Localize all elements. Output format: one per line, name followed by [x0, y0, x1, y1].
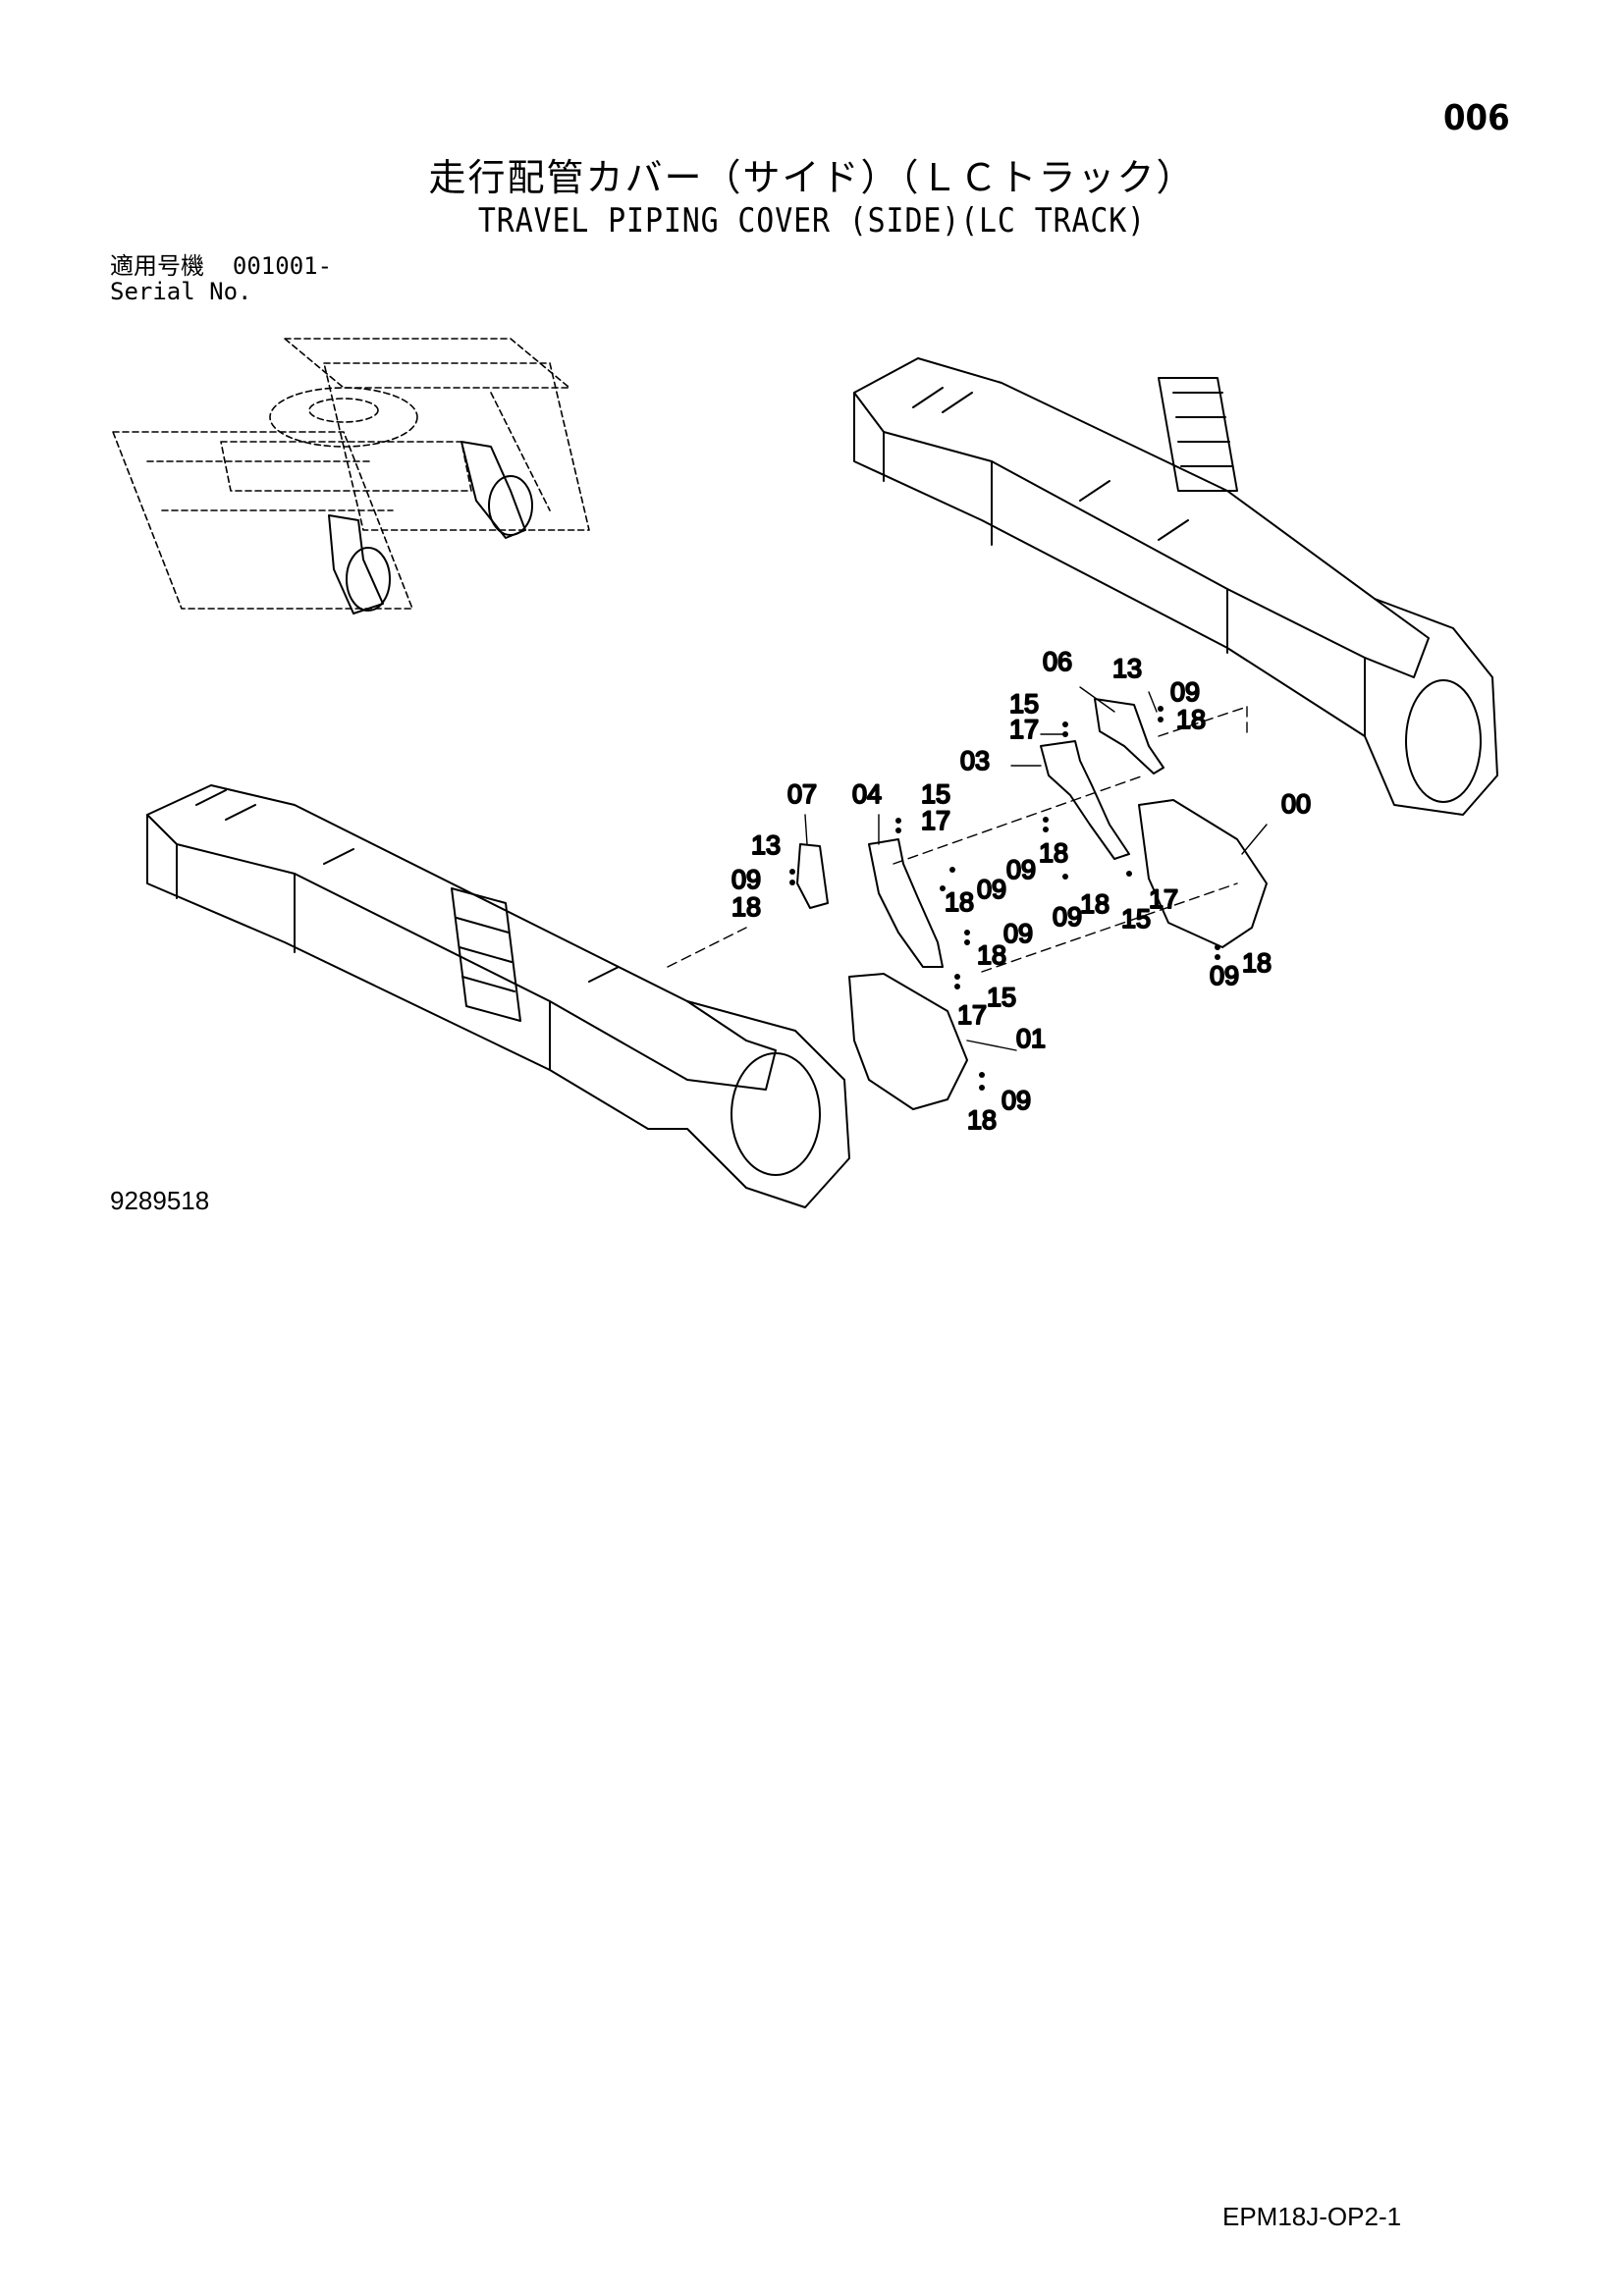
callout-09: 09 [1053, 902, 1082, 932]
frame-right-side [853, 392, 1366, 737]
callout-09: 09 [1001, 1086, 1031, 1115]
inset-center-frame [220, 441, 472, 492]
overview-inset [112, 338, 590, 610]
callout-15: 15 [1121, 904, 1151, 934]
frame-left-ladder-rungs [456, 917, 515, 992]
part-03 [1040, 740, 1130, 860]
assembly-centerlines [667, 706, 1248, 973]
serial-block: 適用号機 001001- Serial No. [110, 253, 332, 304]
callouts: 06 13 09 18 15 17 03 07 04 15 17 00 13 0… [731, 646, 1312, 1136]
callout-13: 13 [1112, 654, 1142, 683]
inset-track-line-3 [490, 392, 551, 511]
callout-18: 18 [945, 887, 974, 917]
callout-07: 07 [787, 779, 817, 809]
figure-number: 9289518 [110, 1186, 210, 1215]
inset-right-track [323, 362, 590, 531]
callout-18: 18 [1242, 948, 1272, 978]
frame-left-top [146, 784, 777, 1091]
part-00 [1138, 799, 1268, 948]
title-english: TRAVEL PIPING COVER (SIDE)(LC TRACK) [477, 201, 1147, 240]
serial-value: 001001- [232, 252, 333, 280]
callout-09: 09 [1003, 919, 1033, 948]
callout-00: 00 [1281, 789, 1311, 819]
frame-right-ladder-rungs [1172, 392, 1233, 467]
inset-swing-bearing [269, 387, 418, 448]
inset-upper-frame [284, 338, 570, 389]
callout-15: 15 [1009, 689, 1039, 719]
callout-09: 09 [1006, 855, 1036, 884]
inset-cover-left-plate [346, 547, 391, 612]
callout-18: 18 [731, 892, 761, 922]
callout-17: 17 [957, 1000, 987, 1030]
page-number: 006 [1443, 98, 1510, 138]
serial-label-english: Serial No. [110, 278, 252, 305]
bolt-markers [789, 706, 1220, 1091]
frame-right-idler-bore [1405, 679, 1482, 803]
callout-01: 01 [1016, 1024, 1046, 1053]
callout-17: 17 [1149, 884, 1178, 914]
frame-left-side [146, 814, 649, 1130]
callout-18: 18 [1039, 838, 1068, 868]
frame-right-top [853, 357, 1430, 678]
frame-left-ladder [451, 887, 521, 1022]
inset-left-track [112, 431, 413, 610]
serial-label-japanese: 適用号機 [110, 252, 204, 280]
frame-right-details [912, 387, 1189, 541]
callout-15: 15 [987, 983, 1016, 1012]
track-frame-left [146, 784, 850, 1208]
frame-right-idler-yoke [1364, 598, 1498, 816]
callout-09: 09 [977, 875, 1006, 904]
inset-cover-right-plate [488, 475, 533, 536]
callout-15: 15 [921, 779, 950, 809]
part-04 [868, 838, 944, 968]
part-01 [848, 973, 968, 1110]
callout-03: 03 [960, 746, 990, 775]
callout-09: 09 [1210, 961, 1239, 990]
inset-cover-right [460, 441, 526, 539]
part-07 [796, 843, 829, 909]
inset-highlighted-covers [328, 441, 533, 614]
leader-lines [804, 686, 1268, 1051]
callout-04: 04 [852, 779, 882, 809]
callout-18: 18 [977, 940, 1006, 970]
title-japanese: 走行配管カバー（サイド）（ＬＣトラック） [428, 156, 1196, 199]
callout-13: 13 [751, 830, 781, 860]
callout-06: 06 [1043, 647, 1072, 676]
callout-18: 18 [1080, 889, 1110, 919]
callout-18: 18 [1176, 705, 1206, 734]
track-frame-right [853, 357, 1498, 816]
callout-09: 09 [1170, 677, 1200, 707]
frame-left-idler-yoke [647, 1000, 850, 1208]
frame-left-details [195, 789, 620, 983]
callout-17: 17 [921, 806, 950, 835]
frame-right-ladder [1158, 377, 1238, 492]
frame-left-idler-bore [731, 1052, 821, 1176]
serial-row: 適用号機 001001- [110, 253, 332, 279]
part-06 [1094, 698, 1164, 774]
callout-09: 09 [731, 865, 761, 894]
inset-center-joint [308, 398, 379, 423]
callout-17: 17 [1009, 715, 1039, 744]
document-code: EPM18J-OP2-1 [1222, 2202, 1402, 2231]
callout-18: 18 [967, 1105, 997, 1135]
exploded-parts [667, 686, 1268, 1110]
